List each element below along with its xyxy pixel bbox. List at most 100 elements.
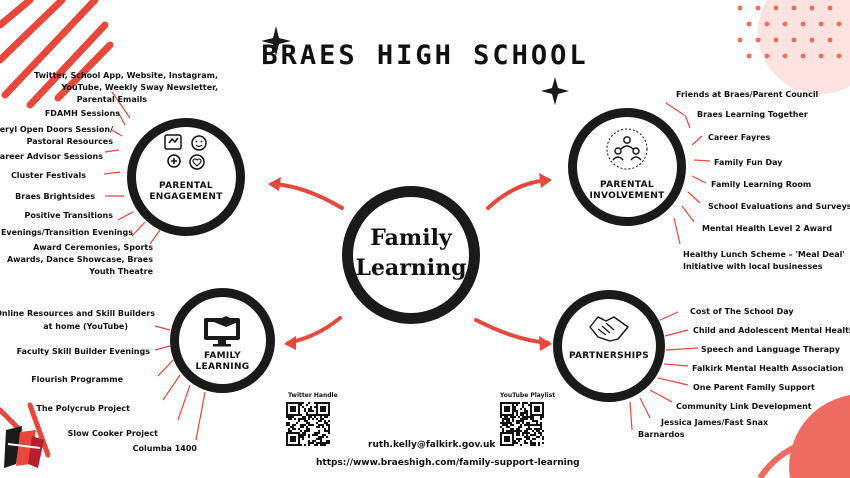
qr-module xyxy=(304,420,306,422)
qr-module xyxy=(314,414,316,416)
qr-module xyxy=(540,416,542,418)
qr-module xyxy=(522,422,524,424)
qr-module xyxy=(302,424,304,426)
twitter-qr-code[interactable] xyxy=(286,402,330,446)
qr-module xyxy=(540,428,542,430)
qr-module xyxy=(300,436,302,438)
qr-module xyxy=(524,424,526,426)
qr-module xyxy=(312,410,314,412)
qr-module xyxy=(318,420,320,422)
qr-module xyxy=(328,440,330,442)
qr-module xyxy=(328,442,330,444)
qr-module xyxy=(294,418,296,420)
qr-module xyxy=(516,432,518,434)
decorative-dot xyxy=(800,21,806,27)
spoke-line xyxy=(639,397,651,419)
decorative-dot xyxy=(764,53,770,59)
qr-module xyxy=(542,442,544,444)
qr-module xyxy=(320,444,322,446)
involvement-item: School Evaluations and Surveys xyxy=(708,202,850,211)
qr-module xyxy=(522,414,524,416)
qr-module xyxy=(286,416,288,418)
qr-module xyxy=(302,418,304,420)
qr-module xyxy=(292,426,294,428)
qr-module xyxy=(510,430,512,432)
qr-module xyxy=(298,420,300,422)
qr-module xyxy=(304,432,306,434)
qr-module xyxy=(308,430,310,432)
qr-module xyxy=(526,438,528,440)
qr-module xyxy=(522,416,524,418)
qr-module xyxy=(310,424,312,426)
qr-module xyxy=(304,424,306,426)
qr-finder xyxy=(316,402,330,416)
qr-module xyxy=(312,440,314,442)
engagement-item: Braes Brightsides xyxy=(15,192,95,201)
qr-module xyxy=(538,444,540,446)
qr-module xyxy=(504,422,506,424)
qr-module xyxy=(312,442,314,444)
engagement-item: Twitter, School App, Website, Instagram, xyxy=(34,71,218,80)
qr-module xyxy=(306,426,308,428)
qr-module xyxy=(322,418,324,420)
qr-module xyxy=(304,418,306,420)
qr-finder xyxy=(500,402,514,416)
qr-module xyxy=(534,434,536,436)
family-learning-item: Online Resources and Skill Builders xyxy=(0,309,155,318)
qr-module xyxy=(502,424,504,426)
qr-module xyxy=(526,412,528,414)
qr-module xyxy=(530,444,532,446)
qr-module xyxy=(512,424,514,426)
qr-module xyxy=(314,440,316,442)
qr-module xyxy=(524,418,526,420)
qr-finder-center xyxy=(320,406,326,412)
qr-module xyxy=(524,408,526,410)
spoke-line xyxy=(195,391,206,441)
spoke-line xyxy=(131,221,146,237)
qr-module xyxy=(532,418,534,420)
qr-module xyxy=(520,424,522,426)
qr-module xyxy=(300,434,302,436)
qr-module xyxy=(524,436,526,438)
qr-module xyxy=(526,402,528,404)
qr-module xyxy=(308,444,310,446)
qr-module xyxy=(518,402,520,404)
qr-module xyxy=(524,442,526,444)
qr-module xyxy=(290,418,292,420)
decorative-dot xyxy=(737,37,743,43)
decorative-dot xyxy=(791,37,797,43)
website-url[interactable]: https://www.braeshigh.com/family-support… xyxy=(316,458,580,468)
computer-graduation-icon xyxy=(204,316,240,347)
partnerships-item: Jessica James/Fast Snax xyxy=(661,418,769,427)
qr-module xyxy=(522,406,524,408)
qr-module xyxy=(318,436,320,438)
qr-module xyxy=(538,428,540,430)
youtube-qr-code[interactable] xyxy=(500,402,544,446)
qr-module xyxy=(508,422,510,424)
qr-module xyxy=(522,404,524,406)
engagement-item: Career Advisor Sessions xyxy=(0,152,103,161)
partnerships-item: Child and Adolescent Mental Health Servi… xyxy=(693,326,850,335)
qr-module xyxy=(508,430,510,432)
qr-module xyxy=(502,430,504,432)
qr-module xyxy=(514,416,516,418)
qr-module xyxy=(524,440,526,442)
qr-module xyxy=(296,422,298,424)
qr-module xyxy=(312,414,314,416)
qr-module xyxy=(516,434,518,436)
family-learning-item: Columba 1400 xyxy=(132,444,197,453)
sparkle-icon xyxy=(261,26,291,56)
qr-module xyxy=(528,436,530,438)
qr-module xyxy=(506,426,508,428)
qr-module xyxy=(538,442,540,444)
decorative-dot xyxy=(836,53,842,59)
qr-module xyxy=(540,422,542,424)
contact-email[interactable]: ruth.kelly@falkirk.gov.uk xyxy=(368,440,496,450)
qr-module xyxy=(520,420,522,422)
decorative-dot xyxy=(782,21,788,27)
engagement-item: YouTube, Weekly Sway Newsletter, xyxy=(61,83,218,92)
center-ring: Family Learning xyxy=(342,186,480,324)
spoke-line xyxy=(103,171,121,175)
decorative-dot xyxy=(818,21,824,27)
family-learning-label-2: LEARNING xyxy=(195,362,250,372)
